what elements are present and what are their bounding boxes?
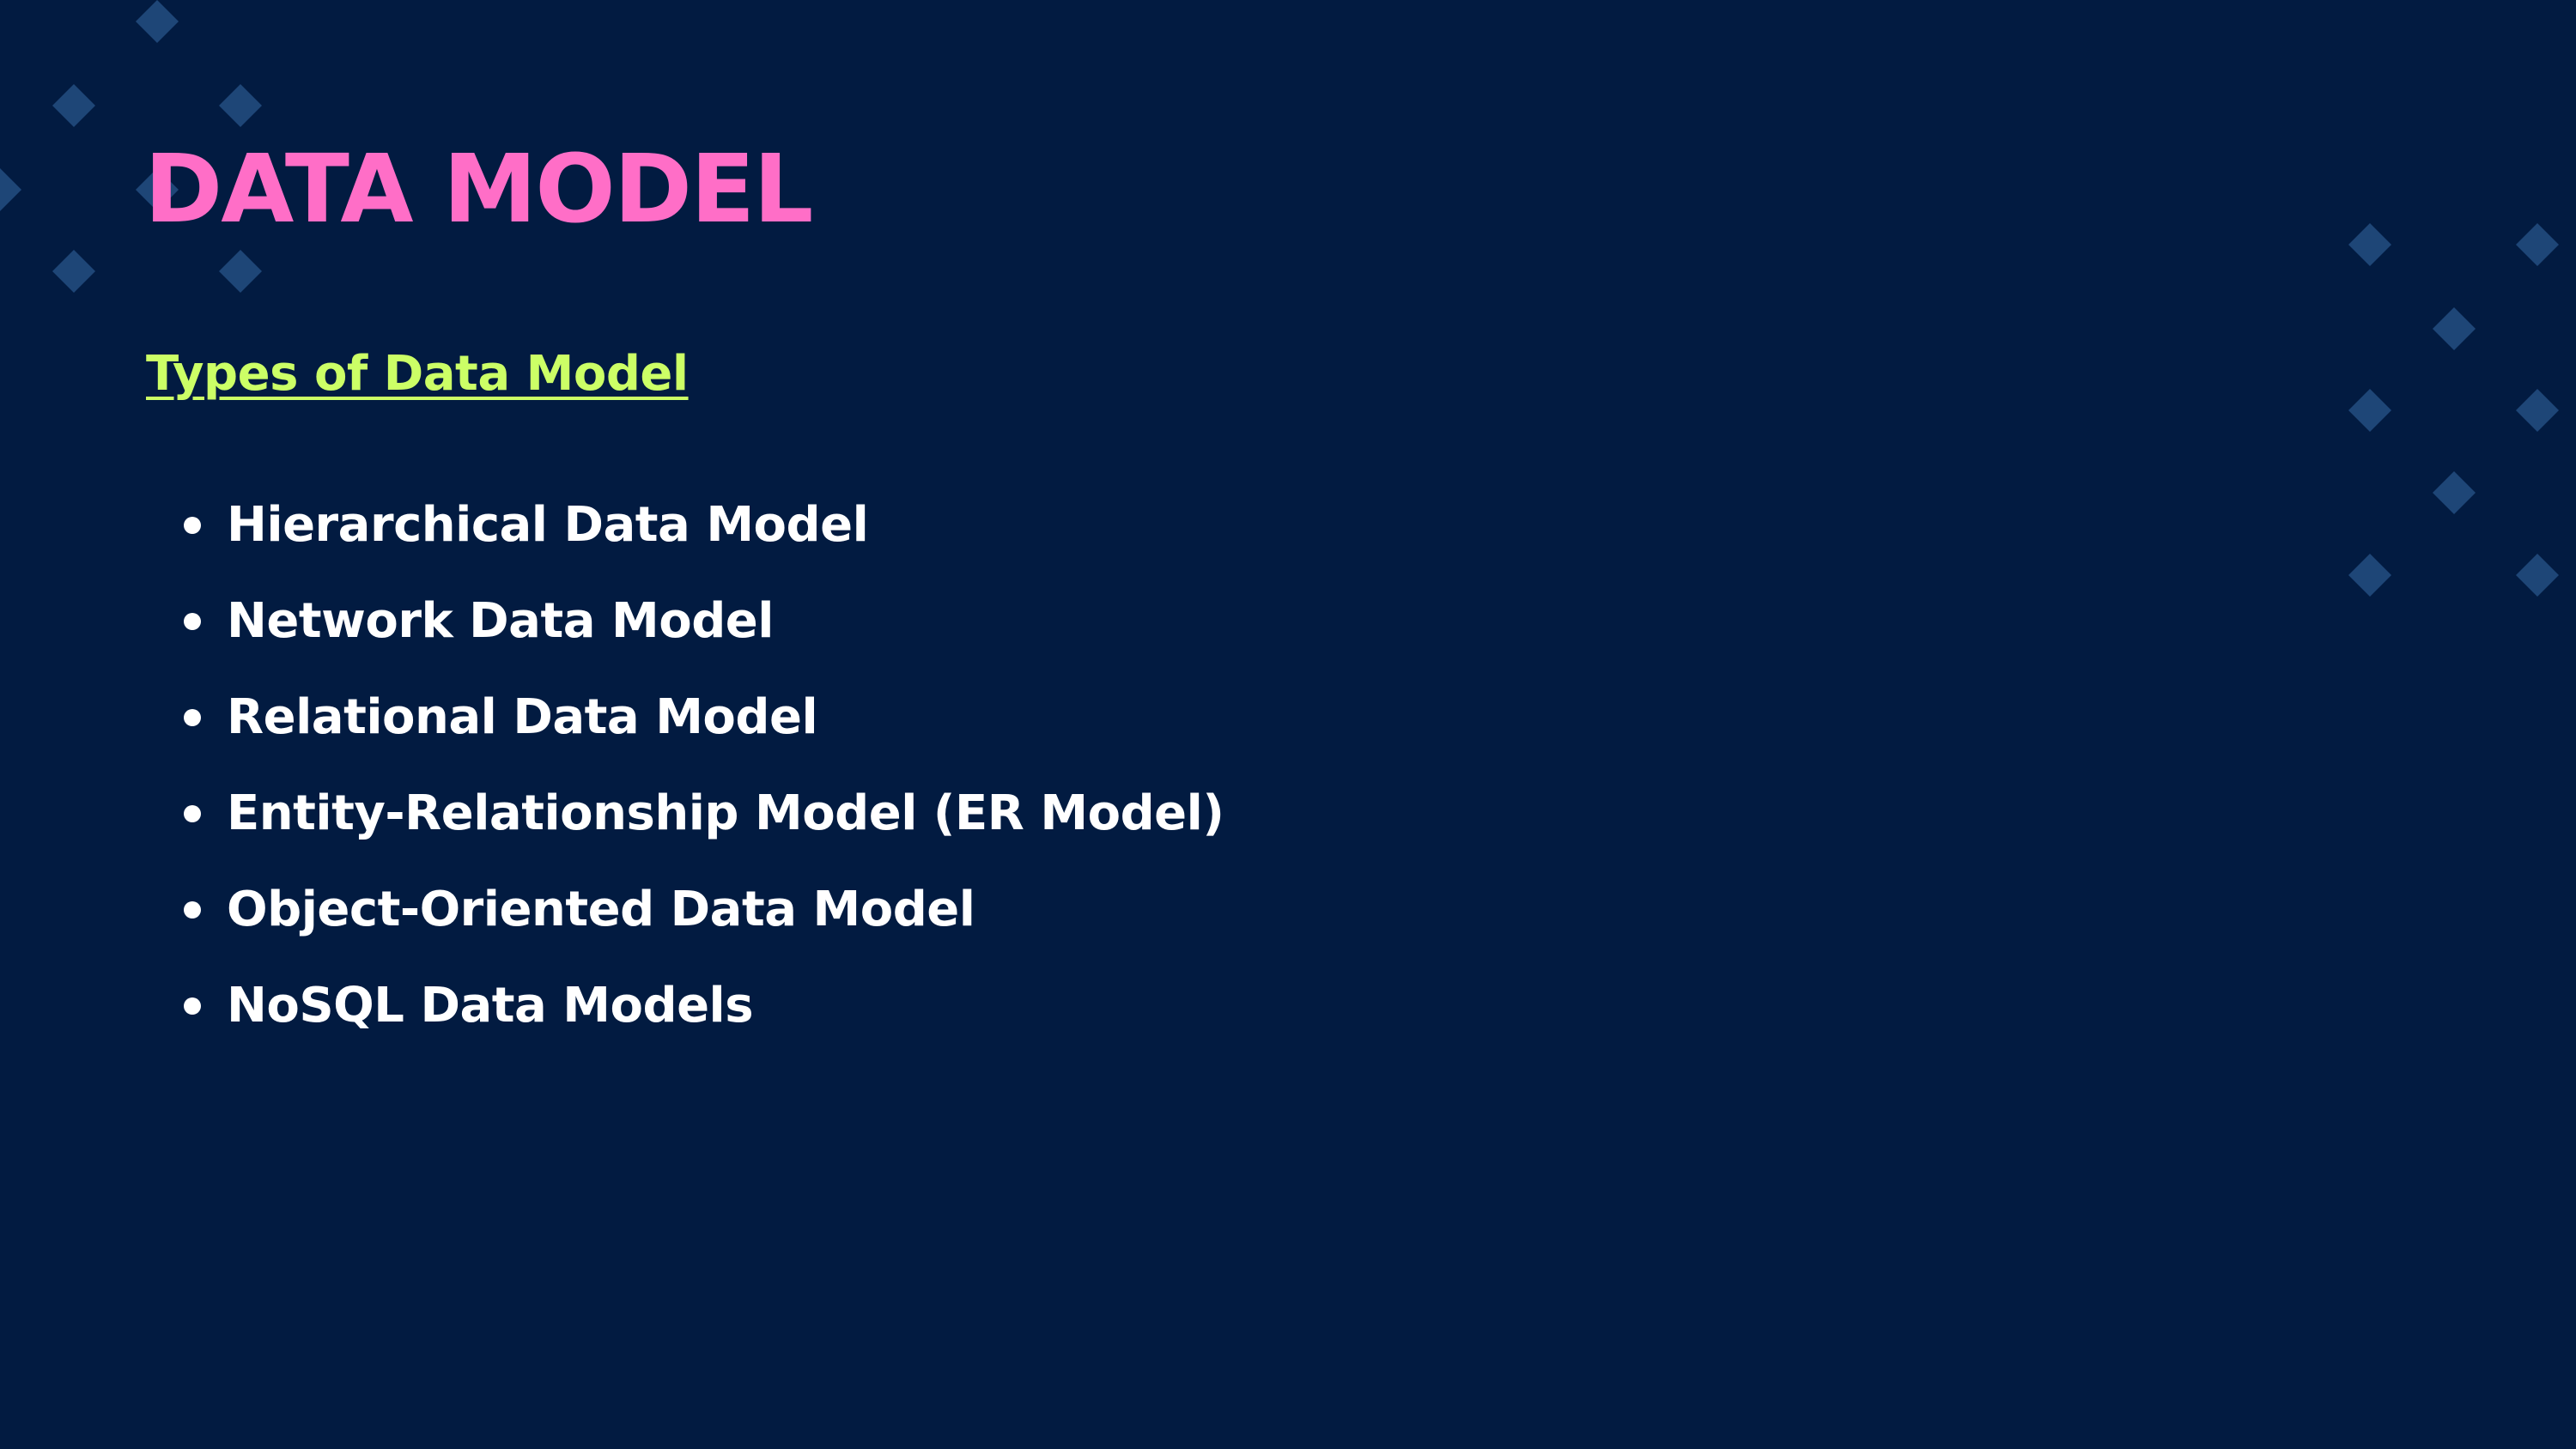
diamond-decoration-shape xyxy=(0,168,21,211)
diamond-decoration-shape xyxy=(2348,389,2391,432)
list-item-hierarchical: Hierarchical Data Model xyxy=(184,484,869,567)
list-item-object-oriented: Object-Oriented Data Model xyxy=(184,869,975,951)
diamond-decoration-shape xyxy=(2433,471,2476,514)
diamond-decoration-shape xyxy=(136,0,179,43)
diamond-decoration-shape xyxy=(2348,223,2391,266)
diamond-decoration-shape xyxy=(219,250,262,293)
list-item-entity-relationship: Entity-Relationship Model (ER Model) xyxy=(184,773,1224,855)
list-item-label: NoSQL Data Models xyxy=(227,978,754,1034)
bullet-icon xyxy=(184,901,201,919)
diamond-decoration-shape xyxy=(2516,389,2559,432)
list-item-label: Object-Oriented Data Model xyxy=(227,882,975,937)
list-item-label: Relational Data Model xyxy=(227,689,818,745)
bullet-icon xyxy=(184,613,201,630)
list-item-label: Entity-Relationship Model (ER Model) xyxy=(227,785,1224,841)
list-item-nosql: NoSQL Data Models xyxy=(184,965,754,1047)
diamond-decoration-shape xyxy=(2516,223,2559,266)
bullet-icon xyxy=(184,517,201,534)
diamond-decoration-shape xyxy=(52,250,95,293)
list-item-relational: Relational Data Model xyxy=(184,676,818,759)
diamond-decoration-shape xyxy=(2348,554,2391,597)
list-item-label: Network Data Model xyxy=(227,593,774,649)
bullet-icon xyxy=(184,997,201,1015)
diamond-decoration-shape xyxy=(2516,554,2559,597)
section-subtitle: Types of Data Model xyxy=(146,346,689,402)
list-item-network: Network Data Model xyxy=(184,580,774,663)
diamond-decoration-shape xyxy=(2433,307,2476,350)
diamond-decoration-shape xyxy=(219,84,262,127)
bullet-icon xyxy=(184,805,201,822)
diamond-decoration-shape xyxy=(52,84,95,127)
slide-title: DATA MODEL xyxy=(144,134,813,244)
bullet-icon xyxy=(184,709,201,726)
diamond-decoration-shape xyxy=(136,168,179,211)
list-item-label: Hierarchical Data Model xyxy=(227,497,869,553)
